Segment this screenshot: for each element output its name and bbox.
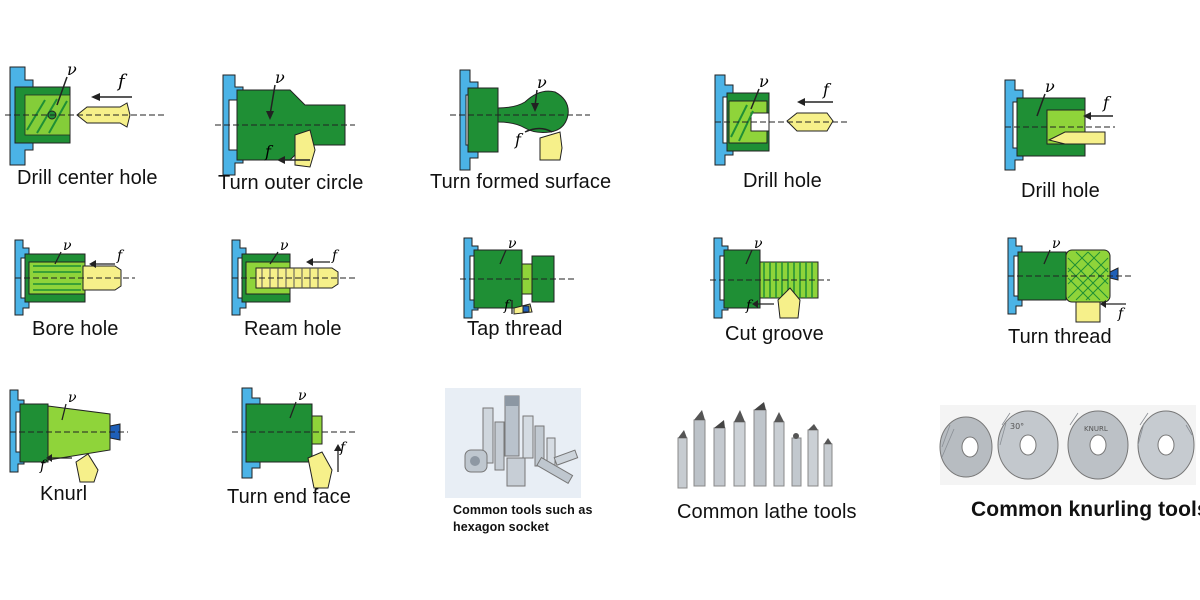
- knurl-diagram: ν f: [9, 389, 128, 483]
- feed-symbol: f: [1102, 93, 1112, 112]
- operation-label: Drill center hole: [17, 167, 158, 189]
- speed-symbol: ν: [67, 60, 77, 79]
- ream-hole-diagram: ν f: [231, 238, 357, 316]
- svg-text:KNURL: KNURL: [1084, 425, 1108, 433]
- workpiece: [19, 403, 49, 463]
- knurling-tool: [1075, 301, 1101, 323]
- operation-label: Turn formed surface: [430, 171, 612, 193]
- boring-bar-tool: [1047, 131, 1106, 145]
- insert-icon: [1109, 267, 1119, 281]
- feed-symbol: f: [514, 130, 524, 149]
- speed-symbol: ν: [63, 238, 72, 254]
- photo-caption: Common lathe tools: [677, 501, 857, 523]
- grooving-tool: [777, 287, 801, 319]
- workpiece: [245, 403, 313, 463]
- knurling-wheel-icon: 30° KNURL: [939, 405, 1196, 485]
- operation-label: Ream hole: [244, 318, 342, 340]
- operation-drill-hole-1: ν f Drill hole: [714, 72, 875, 200]
- operation-label: Bore hole: [32, 318, 119, 340]
- lathe-tool-icon: [677, 402, 833, 489]
- photo-hexagon-socket-tools: Common tools such as hexagon socket: [445, 388, 592, 538]
- speed-symbol: ν: [1045, 77, 1055, 96]
- operation-label: Drill hole: [1021, 180, 1100, 202]
- speed-symbol: ν: [754, 236, 763, 252]
- tapered-section: [47, 405, 111, 461]
- feed-symbol: f: [1117, 306, 1126, 322]
- turn-formed-surface-diagram: ν f: [450, 69, 590, 171]
- operation-label: Knurl: [40, 483, 88, 505]
- operation-label: Cut groove: [725, 323, 824, 345]
- workpiece: [467, 87, 499, 153]
- cut-groove-diagram: ν f: [710, 236, 830, 319]
- bore-hole-diagram: ν f: [14, 238, 135, 316]
- operation-cut-groove: ν f Cut groove: [710, 236, 860, 348]
- hexagon-socket-tools-photo: [445, 388, 581, 498]
- cutting-tool: [75, 453, 99, 483]
- operation-turn-outer-circle: ν f Turn outer circle: [215, 68, 395, 200]
- photo-caption: Common knurling tools: [971, 498, 1200, 521]
- speed-symbol: ν: [298, 388, 307, 404]
- photo-lathe-tools: Common lathe tools: [672, 400, 862, 530]
- operation-drill-hole-2: ν f Drill hole: [1004, 77, 1165, 205]
- turn-end-face-diagram: ν f: [232, 387, 357, 489]
- speed-symbol: ν: [280, 238, 289, 254]
- workpiece: [723, 249, 761, 309]
- lathe-tools-photo: [677, 402, 833, 489]
- operation-label: Turn end face: [227, 486, 351, 508]
- speed-symbol: ν: [1052, 236, 1061, 252]
- feed-symbol: f: [503, 298, 512, 314]
- operation-bore-hole: ν f Bore hole: [14, 238, 165, 345]
- feed-symbol: f: [331, 248, 340, 264]
- drill-center-hole-diagram: ν f: [5, 60, 165, 166]
- center-drill-tool: [76, 102, 131, 128]
- knurling-tools-photo: 30° KNURL: [939, 405, 1196, 485]
- operation-turn-formed-surface: ν f Turn formed surface: [430, 69, 620, 200]
- feed-symbol: f: [822, 80, 832, 99]
- operation-ream-hole: ν f Ream hole: [231, 238, 382, 345]
- socket-tool-icon: [464, 395, 579, 487]
- turn-outer-circle-diagram: ν f: [215, 68, 355, 176]
- feed-symbol: f: [39, 458, 48, 474]
- operation-label: Tap thread: [467, 318, 563, 340]
- feed-symbol: f: [339, 440, 348, 456]
- speed-symbol: ν: [508, 236, 517, 252]
- facing-tool: [307, 451, 333, 489]
- photo-caption: Common tools such as hexagon socket: [453, 503, 593, 534]
- operation-label: Drill hole: [743, 170, 822, 192]
- feed-symbol: f: [116, 71, 128, 92]
- operation-label: Turn outer circle: [218, 172, 364, 194]
- operation-turn-end-face: ν f Turn end face: [227, 387, 392, 513]
- operation-drill-center-hole: ν f Drill center hole: [5, 60, 185, 195]
- drill-hole-diagram: ν f: [714, 72, 850, 166]
- form-tool: [539, 131, 563, 161]
- feed-symbol: f: [745, 298, 754, 314]
- formed-surface: [497, 90, 569, 133]
- tap-thread-diagram: ν f: [460, 236, 575, 319]
- operation-turn-thread: ν f Turn thread: [1007, 236, 1168, 350]
- insert-icon: [522, 305, 530, 313]
- speed-symbol: ν: [537, 73, 547, 92]
- feed-symbol: f: [264, 142, 274, 161]
- svg-text:30°: 30°: [1010, 422, 1024, 431]
- speed-symbol: ν: [759, 72, 769, 91]
- turn-thread-diagram: ν f: [1007, 236, 1133, 323]
- speed-symbol: ν: [275, 68, 285, 87]
- operation-tap-thread: ν f Tap thread: [460, 236, 610, 345]
- photo-knurling-tools: 30° KNURL Common knurling tools: [939, 405, 1200, 535]
- operation-label: Turn thread: [1008, 326, 1112, 348]
- speed-symbol: ν: [68, 390, 77, 406]
- feed-symbol: f: [116, 248, 125, 264]
- drill-hole-boring-diagram: ν f: [1004, 77, 1115, 171]
- operation-knurl: ν f Knurl: [9, 389, 160, 505]
